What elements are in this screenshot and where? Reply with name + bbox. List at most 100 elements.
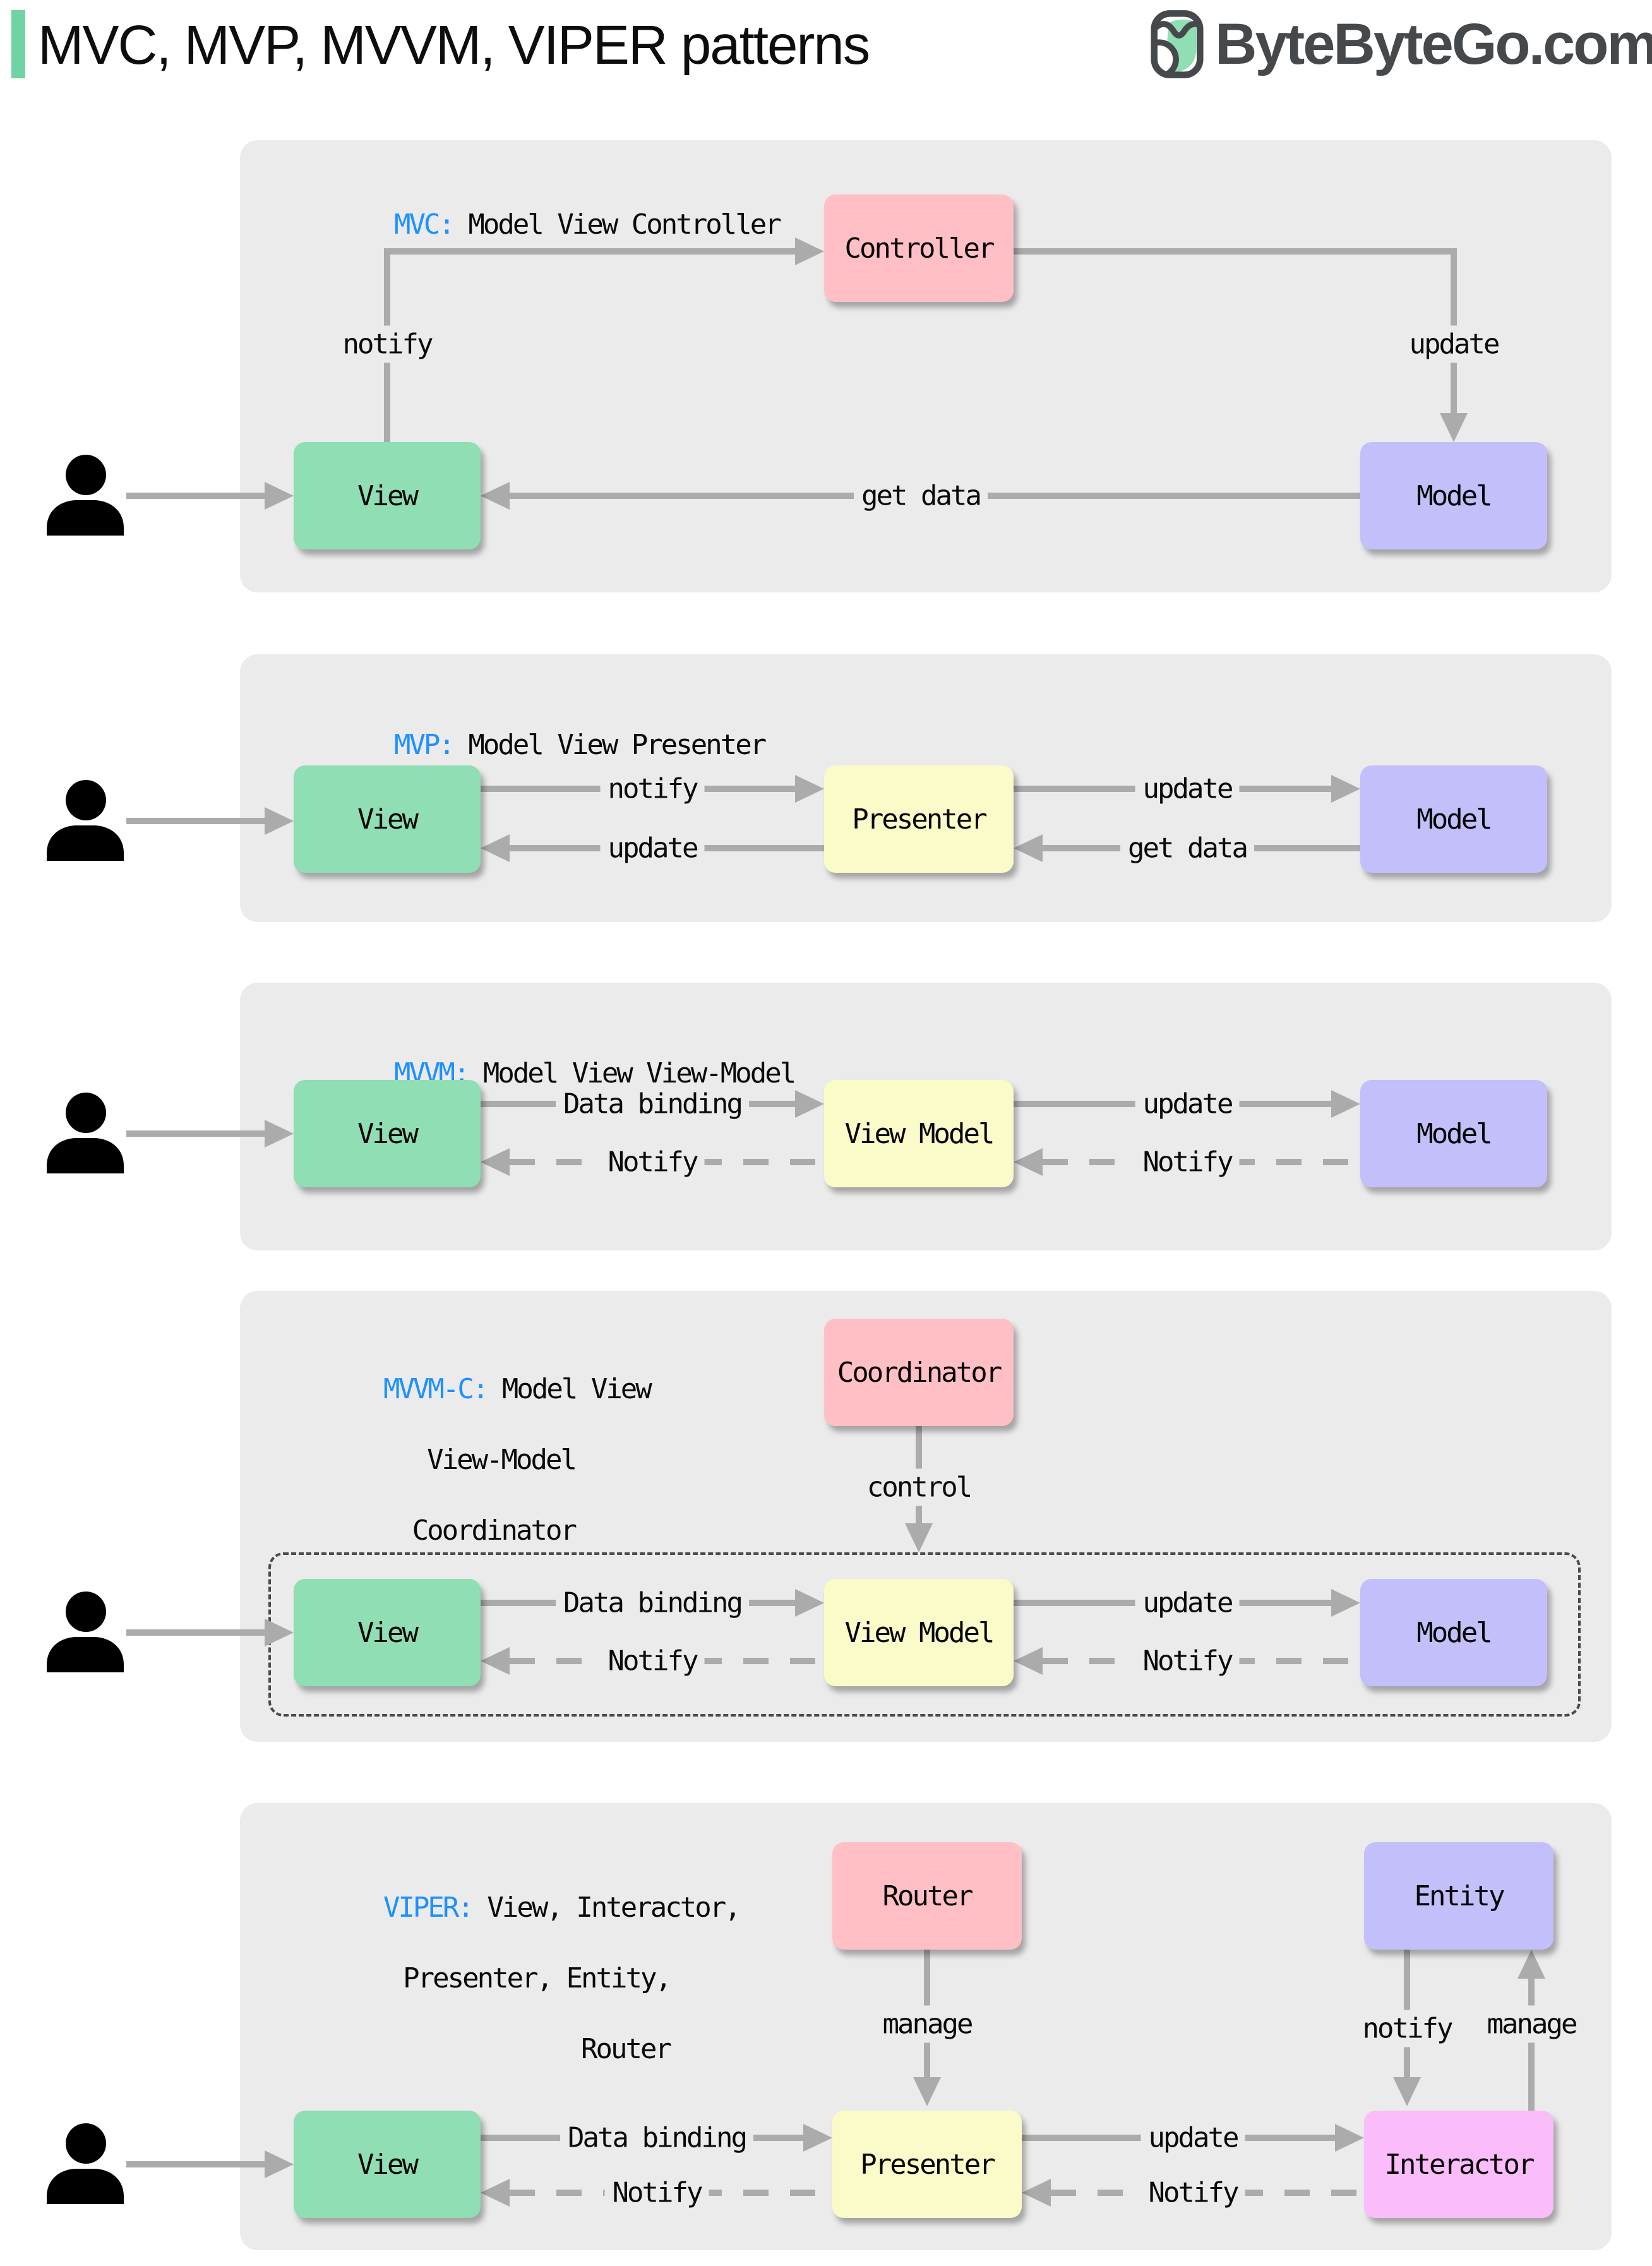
pattern-title-text: Presenter, Entity, bbox=[403, 1962, 672, 1994]
arrow-label: get data bbox=[1120, 829, 1254, 867]
arrow-label-update: update bbox=[1401, 325, 1506, 363]
arrow-label: update bbox=[1135, 1085, 1240, 1123]
arrowhead-right-icon bbox=[265, 2150, 294, 2178]
box-router: Router bbox=[832, 1842, 1022, 1950]
user-icon bbox=[47, 1592, 124, 1672]
panel-mvvm-title: MVVM: Model View View-Model bbox=[305, 1021, 796, 1127]
pattern-title-text: Model View Presenter bbox=[453, 729, 767, 761]
arrowhead-right-icon bbox=[1331, 1090, 1360, 1118]
pattern-title-text: Router bbox=[581, 2033, 672, 2065]
arrow-label-manage: manage bbox=[1479, 2005, 1584, 2043]
box-presenter: Presenter bbox=[824, 765, 1014, 873]
arrow-label: Notify bbox=[600, 1143, 705, 1181]
pattern-keyword: MVP: bbox=[393, 729, 455, 761]
arrowhead-right-icon bbox=[795, 237, 824, 265]
arrow-line bbox=[126, 818, 265, 824]
arrow-line bbox=[126, 493, 265, 499]
box-view: View bbox=[294, 1579, 481, 1686]
arrow-label: Data binding bbox=[560, 2119, 753, 2157]
arrow-label-control: control bbox=[859, 1468, 979, 1506]
arrow-label: Notify bbox=[1135, 1642, 1240, 1680]
arrowhead-right-icon bbox=[265, 482, 294, 510]
box-view: View bbox=[294, 2111, 481, 2218]
arrow-label: notify bbox=[600, 770, 705, 808]
box-view: View bbox=[294, 765, 481, 873]
pattern-keyword: VIPER: bbox=[383, 1891, 474, 1924]
arrowhead-down-icon bbox=[913, 2077, 941, 2106]
arrow-label-get-data: get data bbox=[854, 477, 988, 515]
arrowhead-up-icon bbox=[1517, 1950, 1545, 1979]
arrow-label: Data binding bbox=[556, 1584, 749, 1622]
arrow-line bbox=[1528, 1979, 1535, 2111]
arrow-label: update bbox=[1135, 770, 1240, 808]
arrowhead-right-icon bbox=[1331, 775, 1360, 803]
box-interactor: Interactor bbox=[1364, 2111, 1553, 2218]
box-model: Model bbox=[1360, 765, 1547, 873]
arrowhead-left-icon bbox=[481, 1148, 510, 1176]
box-model: Model bbox=[1360, 442, 1547, 549]
box-coordinator: Coordinator bbox=[824, 1319, 1014, 1426]
arrowhead-left-icon bbox=[481, 1647, 510, 1675]
box-entity: Entity bbox=[1364, 1842, 1553, 1950]
arrowhead-right-icon bbox=[265, 807, 294, 835]
box-model: Model bbox=[1360, 1080, 1547, 1187]
pattern-keyword: MVC: bbox=[393, 208, 455, 241]
arrow-label-notify: notify bbox=[1355, 2010, 1459, 2047]
arrowhead-right-icon bbox=[795, 1090, 824, 1118]
box-presenter: Presenter bbox=[832, 2111, 1022, 2218]
arrow-label-notify: notify bbox=[335, 325, 440, 363]
arrowhead-right-icon bbox=[265, 1120, 294, 1148]
arrow-line bbox=[126, 1629, 265, 1636]
arrow-label: update bbox=[1140, 2119, 1245, 2157]
pattern-title-text: Model View Controller bbox=[453, 208, 781, 241]
box-view-model: View Model bbox=[824, 1080, 1014, 1187]
arrowhead-left-icon bbox=[1014, 1647, 1043, 1675]
user-icon bbox=[47, 1093, 124, 1173]
arrow-label: update bbox=[1135, 1584, 1240, 1622]
arrowhead-right-icon bbox=[1331, 1589, 1360, 1617]
arrowhead-left-icon bbox=[1014, 1148, 1043, 1176]
arrowhead-left-icon bbox=[481, 834, 510, 862]
arrowhead-left-icon bbox=[1014, 834, 1043, 862]
brand-text: ByteByteGo.com bbox=[1215, 11, 1652, 76]
pattern-title-text: View-Model bbox=[427, 1444, 577, 1476]
panel-mvc: MVC: Model View Controller notify update… bbox=[240, 140, 1612, 592]
user-icon bbox=[47, 455, 124, 536]
brand: ByteByteGo.com bbox=[1151, 9, 1652, 80]
page-title: MVC, MVP, MVVM, VIPER patterns bbox=[38, 15, 870, 76]
arrow-line bbox=[1014, 248, 1457, 255]
panel-mvc-title: MVC: Model View Controller bbox=[305, 172, 782, 278]
panel-viper: VIPER: View, Interactor, Presenter, Enti… bbox=[240, 1803, 1612, 2250]
pattern-keyword: MVVM-C: bbox=[383, 1373, 489, 1405]
arrowhead-down-icon bbox=[905, 1523, 933, 1552]
arrow-label: Notify bbox=[1135, 1143, 1240, 1181]
arrowhead-right-icon bbox=[265, 1619, 294, 1646]
panel-mvvmc: MVVM-C: Model View View-Model Coordinato… bbox=[240, 1291, 1612, 1742]
box-model: Model bbox=[1360, 1579, 1547, 1686]
arrow-line bbox=[384, 248, 795, 255]
user-icon bbox=[47, 780, 124, 861]
arrowhead-right-icon bbox=[803, 2124, 832, 2152]
arrowhead-right-icon bbox=[795, 775, 824, 803]
pattern-title-text: Model View bbox=[487, 1373, 652, 1405]
arrow-label: Notify bbox=[604, 2174, 709, 2212]
arrow-label: Data binding bbox=[556, 1085, 749, 1123]
box-view: View bbox=[294, 442, 481, 549]
arrowhead-left-icon bbox=[481, 482, 510, 510]
bytebytego-bird-logo-icon bbox=[1151, 10, 1204, 78]
arrow-line bbox=[126, 1130, 265, 1137]
arrow-line bbox=[126, 2161, 265, 2167]
arrowhead-down-icon bbox=[1440, 413, 1468, 442]
pattern-title-text: Coordinator bbox=[412, 1514, 577, 1547]
arrow-label-manage: manage bbox=[875, 2005, 979, 2043]
pattern-title-text: View, Interactor, bbox=[472, 1891, 741, 1924]
arrow-label: Notify bbox=[600, 1642, 705, 1680]
box-controller: Controller bbox=[824, 195, 1014, 302]
user-icon bbox=[47, 2123, 124, 2204]
arrow-label: Notify bbox=[1140, 2174, 1245, 2212]
panel-mvp: MVP: Model View Presenter notify update … bbox=[240, 654, 1612, 922]
arrowhead-left-icon bbox=[1022, 2179, 1051, 2207]
title-accent-bar bbox=[11, 10, 25, 78]
arrowhead-down-icon bbox=[1393, 2077, 1421, 2106]
arrow-label: update bbox=[600, 829, 705, 867]
